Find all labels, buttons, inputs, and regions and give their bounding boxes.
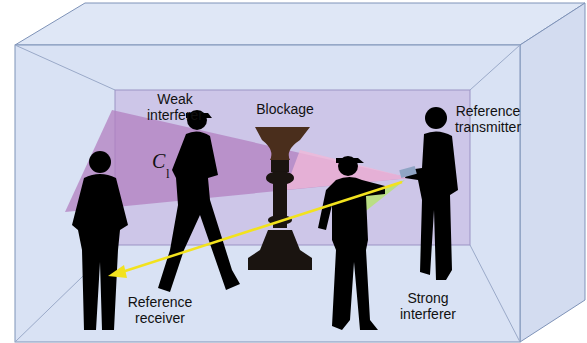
blockage-pedestal <box>248 127 312 270</box>
room-edge <box>470 245 520 342</box>
blockage-label: Blockage <box>250 101 320 117</box>
strong-interferer-person <box>318 156 385 330</box>
room-side <box>520 3 585 342</box>
cone-symbol: C <box>152 153 168 169</box>
link-arrow <box>122 182 402 272</box>
cone-subscript: l <box>166 166 174 182</box>
room-top <box>15 3 585 45</box>
weak-interferer-person <box>158 110 240 292</box>
receiver-person <box>72 151 128 330</box>
interferer-label: Strong interferer <box>388 290 468 322</box>
interferer-label: Weak interferer <box>140 91 210 123</box>
transmitter-person <box>399 107 458 280</box>
receiver-label: Reference receiver <box>120 294 200 326</box>
room-edge <box>15 45 115 90</box>
room-edge <box>470 45 520 90</box>
transmitter-label: Reference transmitter <box>444 103 532 135</box>
room-front <box>15 45 520 342</box>
link-arrowhead <box>108 265 127 278</box>
